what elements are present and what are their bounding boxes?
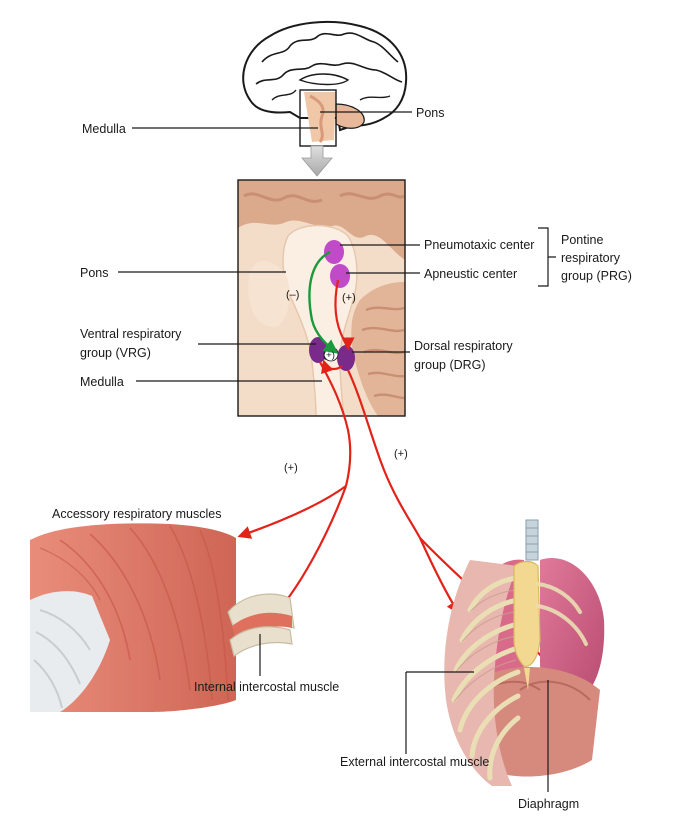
external-intercostal-label: External intercostal muscle: [340, 755, 489, 769]
diaphragm-label: Diaphragm: [518, 797, 579, 811]
vrg-efferent-nerve: [319, 361, 352, 487]
prg-label-line1: Pontine: [561, 233, 603, 247]
prg-label-line3: group (PRG): [561, 269, 632, 283]
thorax-illustration: [444, 519, 605, 786]
inhibitory-path: [308, 250, 339, 354]
prg-label-line2: respiratory: [561, 251, 621, 265]
excite-left-sign: (+): [284, 462, 298, 474]
vrg-label-line2: group (VRG): [80, 346, 151, 360]
apneustic-center-nucleus: [330, 264, 350, 288]
internal-intercostal-illustration: [227, 593, 295, 658]
pneumotaxic-label: Pneumotaxic center: [424, 238, 534, 252]
accessory-muscles-illustration: [30, 523, 236, 712]
accessory-muscles-label: Accessory respiratory muscles: [52, 507, 222, 521]
inhibit-sign: (–): [286, 289, 299, 301]
vrg-label-line1: Ventral respiratory: [80, 327, 182, 341]
excite-center-sign: (+): [323, 350, 335, 361]
drg-label-line1: Dorsal respiratory: [414, 339, 513, 353]
accessory-branch: [237, 485, 347, 539]
apneustic-label: Apneustic center: [424, 267, 517, 281]
drg-label-line2: group (DRG): [414, 358, 486, 372]
internal-intercostal-label: Internal intercostal muscle: [194, 680, 339, 694]
brain-illustration: [242, 20, 408, 143]
excitatory-pons-path: [334, 279, 355, 351]
zoom-arrow: [301, 145, 333, 177]
excite-right-sign: (+): [394, 448, 408, 460]
external-intercostal-branch: [418, 537, 460, 615]
drg-nucleus: [337, 345, 355, 371]
pneumotaxic-center-nucleus: [324, 240, 344, 264]
medulla-inset-label: Medulla: [80, 375, 124, 389]
drg-efferent-nerve: [347, 369, 421, 539]
drg-to-vrg-path: [321, 359, 343, 375]
excite-pons-sign: (+): [342, 292, 356, 304]
pons-top-label: Pons: [416, 106, 445, 120]
prg-bracket: [538, 227, 556, 287]
medulla-top-label: Medulla: [82, 122, 126, 136]
pons-inset-label: Pons: [80, 266, 109, 280]
